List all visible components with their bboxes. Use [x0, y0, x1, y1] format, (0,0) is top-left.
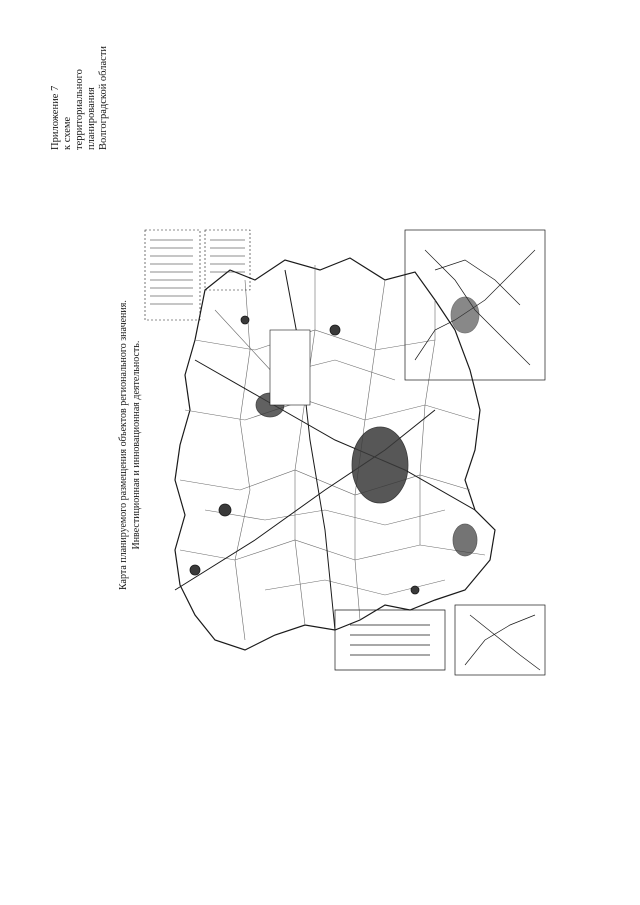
- map-blank-area: [269, 329, 311, 406]
- appendix-line-2: к схеме: [62, 116, 73, 150]
- region-outline: [174, 257, 496, 651]
- road-network: [174, 269, 476, 631]
- appendix-line-3: территориального: [74, 69, 85, 150]
- appendix-line-5: Волгоградской области: [98, 45, 109, 150]
- appendix-caption: Приложение 7 к схеме территориального пл…: [50, 46, 110, 150]
- inset-map-bottom-left: [334, 604, 546, 676]
- region-map: [135, 210, 555, 680]
- inset-map-top-right: [404, 229, 546, 381]
- region-map-drawing: [144, 229, 546, 676]
- appendix-line-4: планирования: [86, 87, 97, 150]
- district-boundaries: [179, 265, 486, 641]
- appendix-line-1: Приложение 7: [50, 85, 61, 150]
- map-legend: [144, 229, 251, 321]
- settlement-markers: [189, 315, 478, 595]
- map-title-line-1: Карта планируемого размещения объектов р…: [118, 300, 129, 590]
